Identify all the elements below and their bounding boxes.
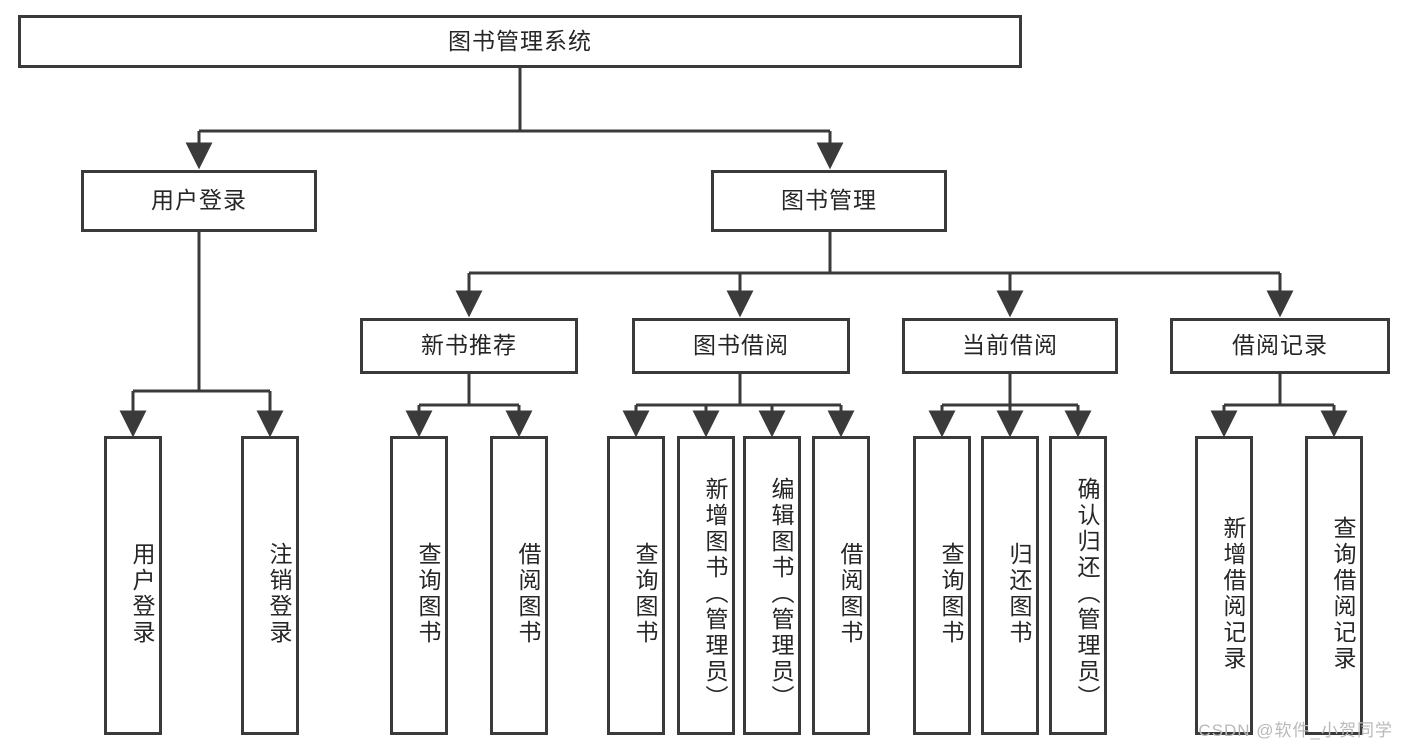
node-label: 借阅图书 <box>837 541 863 646</box>
node-label: 新增图书（管理员） <box>702 476 728 711</box>
node-new-book-recommend[interactable]: 新书推荐 <box>360 318 578 374</box>
node-label: 注销登录 <box>266 541 292 646</box>
node-label: 图书管理系统 <box>448 27 592 54</box>
leaf-query-book-current[interactable]: 查询图书 <box>913 436 971 735</box>
leaf-edit-book-admin[interactable]: 编辑图书（管理员） <box>743 436 801 735</box>
node-label: 用户登录 <box>129 541 155 646</box>
node-label: 编辑图书（管理员） <box>768 476 794 711</box>
leaf-query-book-new[interactable]: 查询图书 <box>390 436 448 735</box>
node-label: 借阅记录 <box>1232 332 1328 359</box>
leaf-return-book[interactable]: 归还图书 <box>981 436 1039 735</box>
leaf-logout[interactable]: 注销登录 <box>241 436 299 735</box>
node-book-borrow[interactable]: 图书借阅 <box>632 318 850 374</box>
node-user-login[interactable]: 用户登录 <box>81 170 317 232</box>
node-label: 当前借阅 <box>962 332 1058 359</box>
node-label: 图书借阅 <box>693 332 789 359</box>
leaf-confirm-return-admin[interactable]: 确认归还（管理员） <box>1049 436 1107 735</box>
node-label: 借阅图书 <box>515 541 541 646</box>
node-label: 新书推荐 <box>421 332 517 359</box>
leaf-query-book-borrow[interactable]: 查询图书 <box>607 436 665 735</box>
leaf-borrow-book-new[interactable]: 借阅图书 <box>490 436 548 735</box>
node-label: 用户登录 <box>151 187 247 214</box>
node-label: 确认归还（管理员） <box>1074 476 1100 711</box>
node-label: 新增借阅记录 <box>1220 515 1246 672</box>
leaf-add-book-admin[interactable]: 新增图书（管理员） <box>677 436 735 735</box>
node-label: 查询图书 <box>415 541 441 646</box>
node-current-borrow[interactable]: 当前借阅 <box>902 318 1118 374</box>
leaf-user-login[interactable]: 用户登录 <box>104 436 162 735</box>
node-label: 查询图书 <box>632 541 658 646</box>
node-book-management[interactable]: 图书管理 <box>711 170 947 232</box>
node-borrow-records[interactable]: 借阅记录 <box>1170 318 1390 374</box>
node-label: 查询图书 <box>938 541 964 646</box>
watermark-text: CSDN @软件_小贺同学 <box>1198 721 1393 740</box>
node-label: 归还图书 <box>1006 541 1032 646</box>
node-label: 查询借阅记录 <box>1330 515 1356 672</box>
leaf-add-borrow-record[interactable]: 新增借阅记录 <box>1195 436 1253 735</box>
leaf-borrow-book[interactable]: 借阅图书 <box>812 436 870 735</box>
node-label: 图书管理 <box>781 187 877 214</box>
leaf-query-borrow-record[interactable]: 查询借阅记录 <box>1305 436 1363 735</box>
node-root-library-system[interactable]: 图书管理系统 <box>18 15 1022 68</box>
